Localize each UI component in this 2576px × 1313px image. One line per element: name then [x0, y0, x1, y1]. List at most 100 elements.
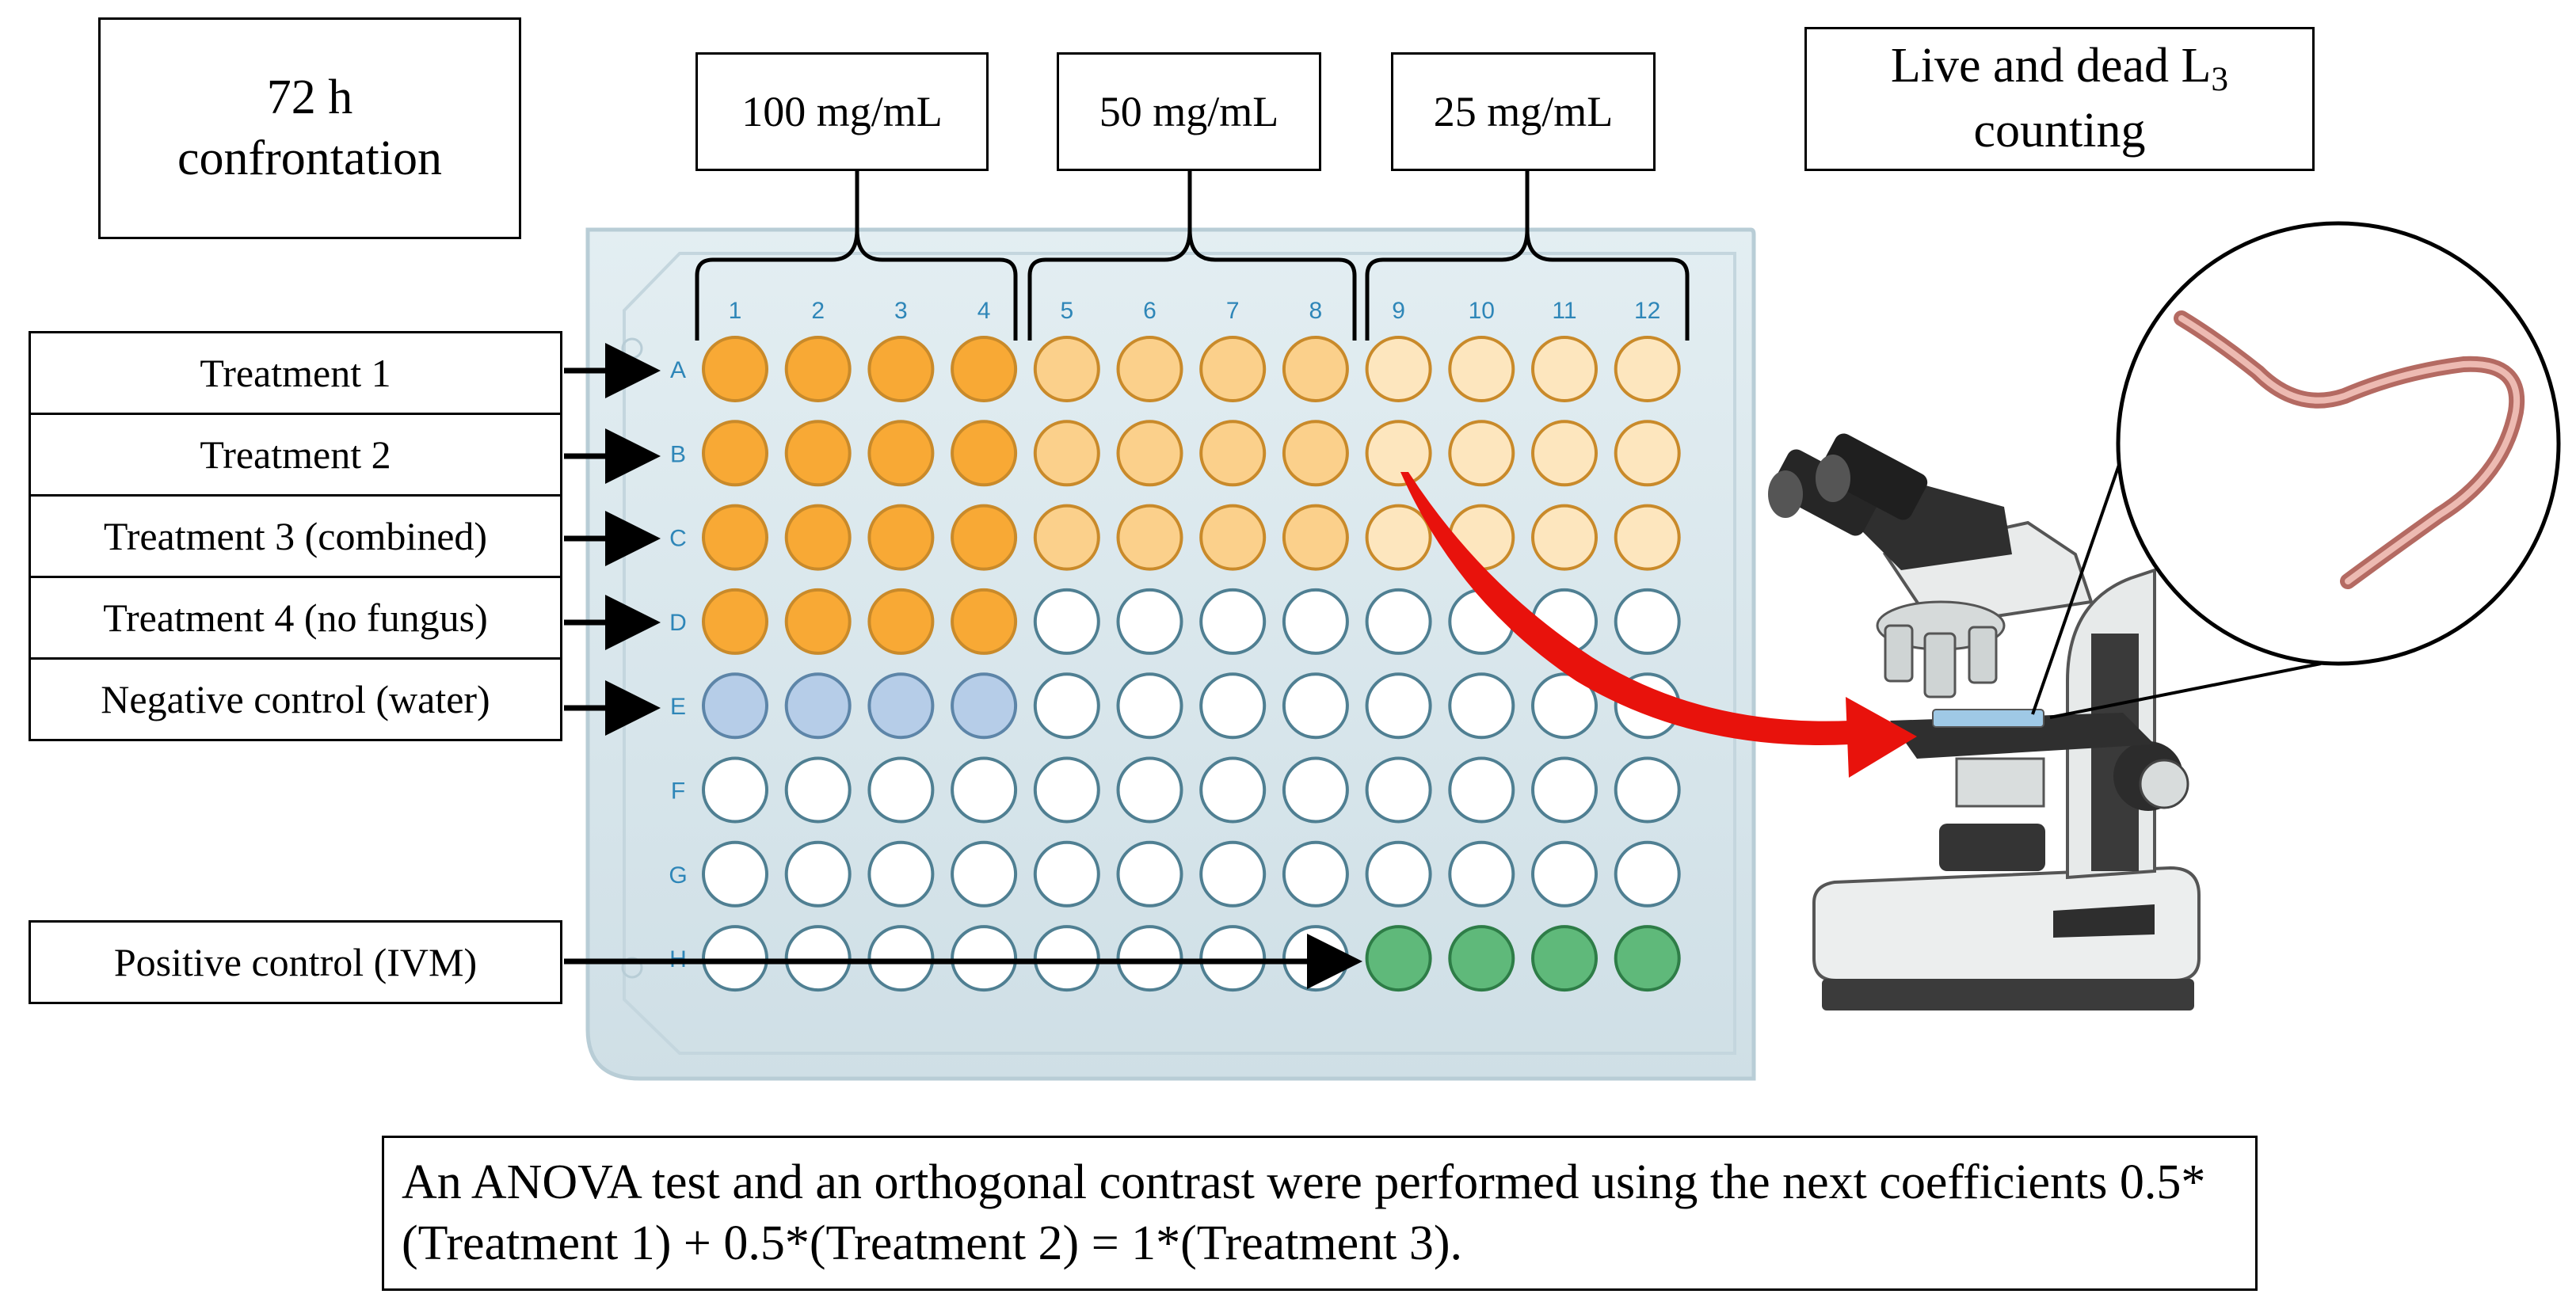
- column-label-3: 3: [894, 298, 908, 324]
- plate-corner-dot-2: [621, 957, 643, 979]
- well-f8: [1282, 756, 1349, 824]
- eyepiece-lens-left: [1768, 470, 1803, 518]
- well-f1: [702, 756, 768, 824]
- well-g3: [867, 840, 935, 908]
- well-e3: [867, 672, 935, 740]
- well-g10: [1448, 840, 1515, 908]
- row-label-d-text: Treatment 4 (no fungus): [103, 596, 488, 640]
- well-b7: [1199, 420, 1267, 487]
- well-h8: [1282, 925, 1349, 992]
- row-label-c: Treatment 3 (combined): [29, 494, 562, 578]
- well-c2: [784, 504, 852, 571]
- time-label-box: 72 h confrontation: [98, 17, 521, 239]
- well-f7: [1199, 756, 1267, 824]
- microscope-base-ridge: [2053, 904, 2155, 938]
- row-letter-a: A: [670, 357, 686, 383]
- well-b9: [1365, 420, 1432, 487]
- counting-text: Live and dead L: [1890, 39, 2212, 93]
- concentration-box-3: 25 mg/mL: [1391, 52, 1656, 171]
- counting-subscript: 3: [2211, 60, 2229, 99]
- well-f4: [951, 756, 1018, 824]
- well-b8: [1282, 420, 1349, 487]
- well-h7: [1199, 925, 1267, 992]
- column-label-6: 6: [1143, 298, 1157, 324]
- concentration-label-1: 100 mg/mL: [741, 88, 943, 135]
- objective-2: [1923, 632, 1957, 698]
- counting-box: Live and dead L3 counting: [1804, 27, 2315, 171]
- well-d3: [867, 588, 935, 655]
- concentration-brackets: [695, 171, 1690, 341]
- microscope-base: [1812, 866, 2201, 982]
- well-g12: [1614, 840, 1681, 908]
- counting-line-1: Live and dead L3: [1891, 36, 2228, 101]
- well-b4: [951, 420, 1018, 487]
- well-e8: [1282, 672, 1349, 740]
- well-h10: [1448, 925, 1515, 992]
- well-b12: [1614, 420, 1681, 487]
- well-b10: [1448, 420, 1515, 487]
- row-label-b-text: Treatment 2: [200, 432, 391, 477]
- well-g5: [1033, 840, 1100, 908]
- well-b3: [867, 420, 935, 487]
- column-label-8: 8: [1309, 298, 1323, 324]
- well-c11: [1531, 504, 1598, 571]
- well-f12: [1614, 756, 1681, 824]
- stage-slide: [1932, 709, 2044, 728]
- well-e6: [1116, 672, 1183, 740]
- bracket-50: [1027, 171, 1357, 341]
- microscope-illustration: [1768, 433, 2201, 1010]
- anova-note: An ANOVA test and an orthogonal contrast…: [402, 1155, 2206, 1271]
- well-d4: [951, 588, 1018, 655]
- well-c3: [867, 504, 935, 571]
- well-e1: [702, 672, 768, 740]
- row-label-e-text: Negative control (water): [101, 677, 490, 721]
- well-h9: [1365, 925, 1432, 992]
- well-b1: [702, 420, 768, 487]
- well-d7: [1199, 588, 1267, 655]
- row-arrows: [564, 343, 1362, 989]
- red-transfer-arrow: [1400, 472, 1917, 778]
- well-a7: [1199, 336, 1267, 402]
- well-f10: [1448, 756, 1515, 824]
- well-f6: [1116, 756, 1183, 824]
- nematode-larva-highlight: [2178, 315, 2521, 584]
- concentration-box-2: 50 mg/mL: [1057, 52, 1321, 171]
- well-e9: [1365, 672, 1432, 740]
- counting-line-2: counting: [1973, 104, 2146, 158]
- well-a5: [1033, 336, 1100, 402]
- well-g6: [1116, 840, 1183, 908]
- concentration-label-3: 25 mg/mL: [1433, 88, 1614, 135]
- well-a2: [784, 336, 852, 402]
- well-g9: [1365, 840, 1432, 908]
- column-label-7: 7: [1226, 298, 1240, 324]
- row-label-h: Positive control (IVM): [29, 920, 562, 1004]
- well-d8: [1282, 588, 1349, 655]
- well-h11: [1531, 925, 1598, 992]
- well-e10: [1448, 672, 1515, 740]
- column-label-1: 1: [729, 298, 742, 324]
- well-a8: [1282, 336, 1349, 402]
- well-e11: [1531, 672, 1598, 740]
- well-h6: [1116, 925, 1183, 992]
- well-a1: [702, 336, 768, 402]
- red-arrow-body: [1400, 472, 1850, 745]
- magnifier-line-bottom: [2049, 662, 2322, 719]
- well-c1: [702, 504, 768, 571]
- magnifier-circle: [2116, 221, 2561, 666]
- well-h12: [1614, 925, 1681, 992]
- well-a10: [1448, 336, 1515, 402]
- objective-1: [1884, 624, 1914, 683]
- well-c9: [1365, 504, 1432, 571]
- row-label-a: Treatment 1: [29, 331, 562, 415]
- well-a6: [1116, 336, 1183, 402]
- well-c7: [1199, 504, 1267, 571]
- row-label-c-text: Treatment 3 (combined): [103, 514, 488, 558]
- well-d6: [1116, 588, 1183, 655]
- row-letter-c: C: [669, 526, 687, 552]
- well-e5: [1033, 672, 1100, 740]
- well-d9: [1365, 588, 1432, 655]
- well-c4: [951, 504, 1018, 571]
- row-letter-g: G: [669, 862, 687, 889]
- well-f11: [1531, 756, 1598, 824]
